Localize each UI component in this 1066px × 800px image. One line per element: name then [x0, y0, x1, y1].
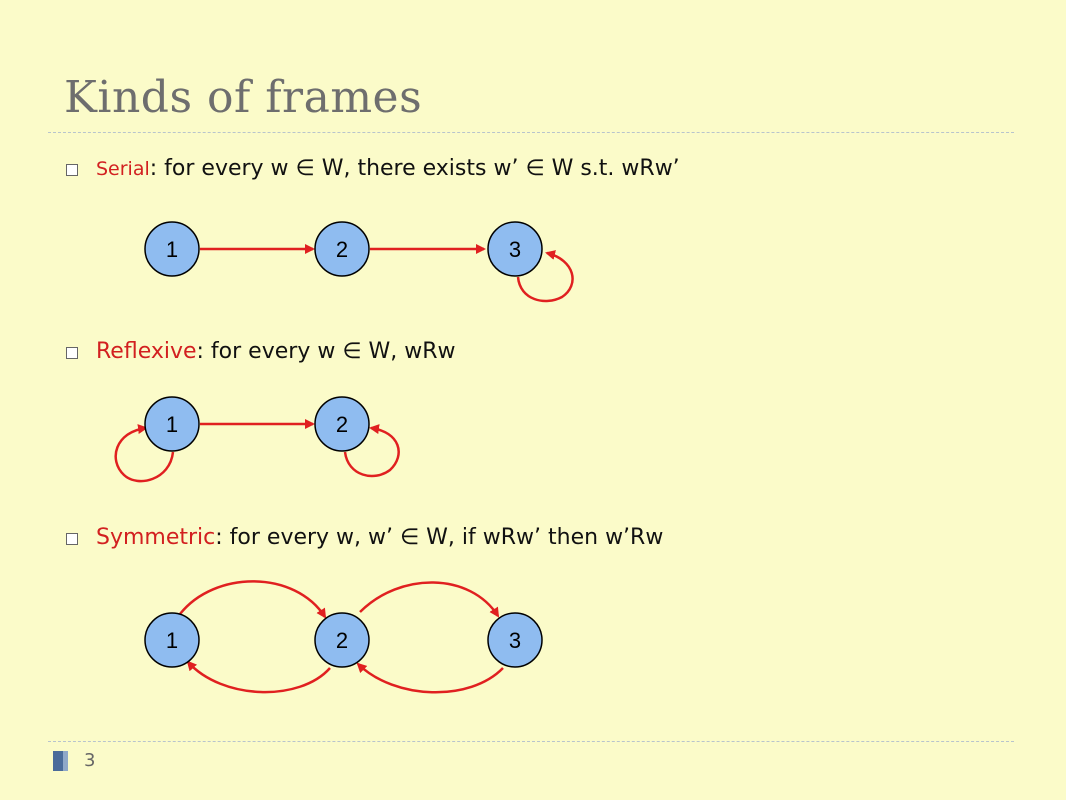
loop-1: [114, 424, 175, 483]
bullet-text: : for every w, w’ ∈ W, if wRw’ then w’Rw: [215, 525, 664, 550]
node-2: 2: [314, 221, 370, 277]
node-1: 1: [144, 612, 200, 668]
edge-2-3: [359, 581, 500, 618]
node-3: 3: [487, 612, 543, 668]
footer-accent: [53, 751, 63, 771]
symmetric-diagram: 1 2 3: [144, 580, 543, 694]
node-label: 2: [336, 628, 348, 653]
footer-accent: [63, 751, 68, 771]
bullet-square-icon: [66, 163, 78, 176]
edge-2-1: [186, 660, 331, 694]
bullet-term: Reflexive: [96, 339, 197, 364]
node-label: 3: [509, 237, 521, 262]
bullet-square-icon: [66, 532, 78, 545]
bullet-serial: Serial: for every w ∈ W, there exists w’…: [66, 156, 680, 181]
bullet-text: : for every w ∈ W, there exists w’ ∈ W s…: [149, 156, 680, 181]
bullet-term: Serial: [96, 157, 150, 180]
node-label: 1: [166, 628, 178, 653]
edge-3-2: [356, 662, 504, 694]
node-label: 1: [166, 412, 178, 437]
node-label: 3: [509, 628, 521, 653]
node-2: 2: [314, 612, 370, 668]
edge-1-2: [179, 580, 327, 619]
title-divider: [48, 132, 1014, 133]
bullet-reflexive: Reflexive: for every w ∈ W, wRw: [66, 339, 455, 364]
page-number: 3: [84, 750, 96, 771]
serial-diagram: 1 2 3: [144, 221, 574, 303]
bullet-symmetric: Symmetric: for every w, w’ ∈ W, if wRw’ …: [66, 525, 663, 550]
node-1: 1: [144, 221, 200, 277]
node-label: 2: [336, 412, 348, 437]
reflexive-diagram: 1 2: [114, 396, 400, 483]
node-3: 3: [487, 221, 543, 277]
loop-2: [343, 424, 400, 478]
slide-title: Kinds of frames: [64, 72, 423, 123]
node-2: 2: [314, 396, 370, 452]
bullet-term: Symmetric: [96, 525, 216, 550]
bullet-text: : for every w ∈ W, wRw: [196, 339, 456, 364]
node-1: 1: [144, 396, 200, 452]
footer-divider: [48, 741, 1014, 742]
node-label: 1: [166, 237, 178, 262]
loop-3: [516, 250, 574, 303]
bullet-square-icon: [66, 346, 78, 359]
node-label: 2: [336, 237, 348, 262]
